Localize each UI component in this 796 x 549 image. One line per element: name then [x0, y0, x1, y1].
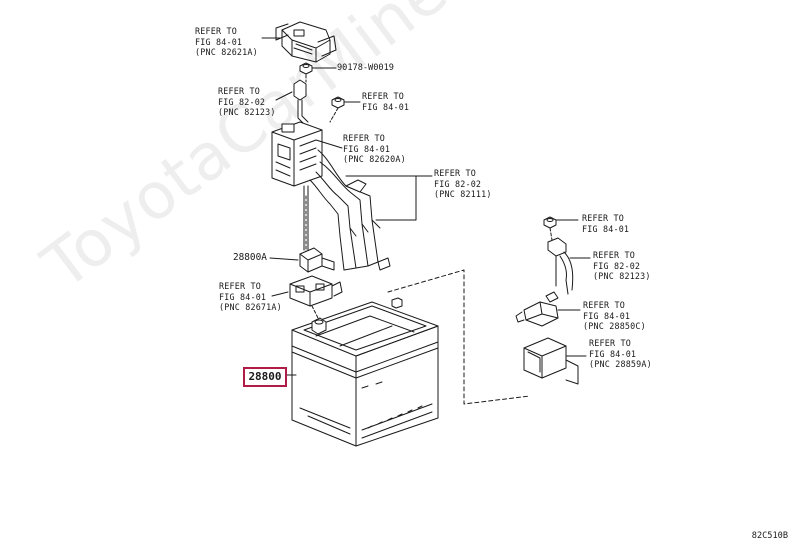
ref-fig-82-02-pnc-82111: REFER TO FIG 82-02 (PNC 82111) [434, 168, 492, 200]
ref-fig-84-01-nut-left: REFER TO FIG 84-01 [362, 91, 410, 112]
negative-terminal-illustration [515, 291, 559, 327]
ref-fig-84-01-pnc-82620a: REFER TO FIG 84-01 (PNC 82620A) [343, 133, 406, 165]
ref-fig-84-01-pnc-28850c: REFER TO FIG 84-01 (PNC 28850C) [583, 300, 646, 332]
ref-fig-84-01-pnc-82621a: REFER TO FIG 84-01 (PNC 82621A) [195, 26, 258, 58]
drawing-code: 82C510B [751, 531, 788, 541]
ref-fig-82-02-pnc-82123-left: REFER TO FIG 82-02 (PNC 82123) [218, 86, 276, 118]
nut-right-illustration [543, 216, 557, 229]
positive-terminal-illustration [293, 79, 309, 141]
negative-cable-illustration [547, 237, 574, 295]
fusible-link-block-illustration [271, 121, 323, 187]
part-number-90178-w0019[interactable]: 90178-W0019 [337, 63, 394, 73]
wire-harness-illustration [309, 149, 391, 271]
nut-middle-illustration [331, 96, 345, 109]
ref-fig-82-02-pnc-82123-right: REFER TO FIG 82-02 (PNC 82123) [593, 250, 651, 282]
ref-fig-84-01-pnc-28859a: REFER TO FIG 84-01 (PNC 28859A) [589, 338, 652, 370]
ref-fig-84-01-nut-right: REFER TO FIG 84-01 [582, 213, 630, 234]
part-number-28800-highlighted[interactable]: 28800 [243, 367, 287, 387]
part-number-28800a[interactable]: 28800A [233, 252, 267, 263]
terminal-cover-illustration [523, 337, 579, 385]
nut-top-illustration [299, 62, 313, 75]
connector-top-illustration [275, 21, 337, 63]
ref-fig-84-01-pnc-82671a: REFER TO FIG 84-01 (PNC 82671A) [219, 281, 282, 313]
battery-clamp-illustration [299, 247, 335, 273]
battery-hold-down-illustration [289, 275, 343, 307]
battery-illustration [291, 297, 439, 447]
